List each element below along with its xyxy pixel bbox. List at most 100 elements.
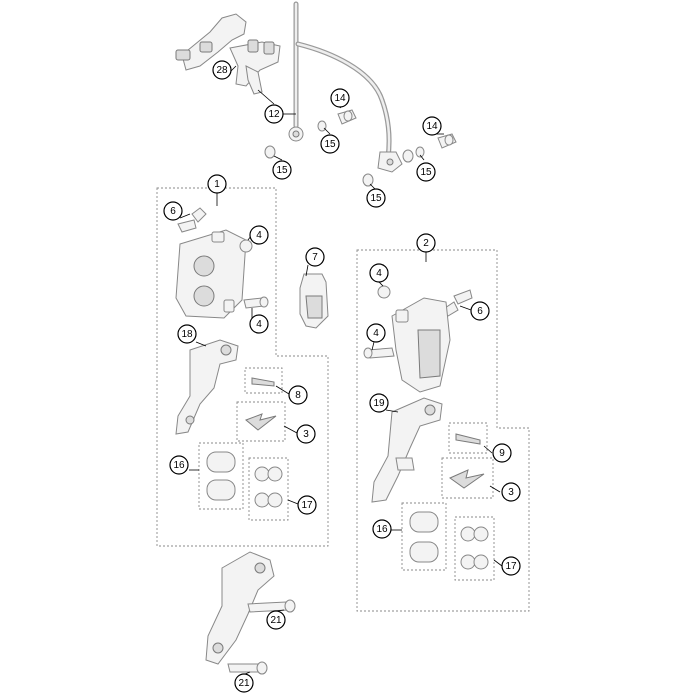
banjo-bolt-left-part xyxy=(264,109,357,159)
caliper-carrier-right-part xyxy=(371,397,443,503)
callout-label: 16 xyxy=(173,460,185,471)
callout-19: 19 xyxy=(369,393,389,413)
callout-circle xyxy=(305,247,325,267)
callout-label: 6 xyxy=(170,206,176,217)
callout-label: 9 xyxy=(499,448,505,459)
callout-21a: 21 xyxy=(266,610,286,630)
callout-circle xyxy=(288,385,308,405)
callout-circle xyxy=(372,519,392,539)
callout-circle xyxy=(501,556,521,576)
callout-label: 1 xyxy=(214,179,220,190)
brake-pad-part xyxy=(299,273,329,329)
callout-label: 21 xyxy=(270,615,282,626)
callout-circle xyxy=(470,301,490,321)
callout-label: 3 xyxy=(508,487,514,498)
callout-circle xyxy=(330,88,350,108)
seal-card-17a xyxy=(248,457,289,521)
callout-15b: 15 xyxy=(272,160,292,180)
callout-circle xyxy=(169,455,189,475)
brake-caliper-right-part xyxy=(391,297,451,393)
callout-1: 1 xyxy=(207,174,227,194)
callout-circle xyxy=(264,104,284,124)
callout-7: 7 xyxy=(305,247,325,267)
callout-circle xyxy=(416,233,436,253)
callout-circle xyxy=(320,134,340,154)
banjo-bolt-right-part xyxy=(362,133,457,187)
callout-label: 19 xyxy=(373,398,385,409)
callout-label: 7 xyxy=(312,252,318,263)
callout-label: 4 xyxy=(376,268,382,279)
callout-15d: 15 xyxy=(366,188,386,208)
callout-6a: 6 xyxy=(163,201,183,221)
callout-6b: 6 xyxy=(470,301,490,321)
callout-12: 12 xyxy=(264,104,284,124)
callout-label: 8 xyxy=(295,390,301,401)
callout-label: 15 xyxy=(276,165,288,176)
callout-label: 3 xyxy=(303,429,309,440)
callout-circle xyxy=(177,324,197,344)
callout-label: 4 xyxy=(256,319,262,330)
callout-circle xyxy=(492,443,512,463)
callout-15c: 15 xyxy=(416,162,436,182)
callout-label: 15 xyxy=(324,139,336,150)
mounting-bolt-lower-part xyxy=(227,661,268,675)
callout-circle xyxy=(422,116,442,136)
caliper-bolt-right-lower-part xyxy=(363,347,395,359)
callout-8: 8 xyxy=(288,385,308,405)
callout-circle xyxy=(163,201,183,221)
callout-label: 18 xyxy=(181,329,193,340)
caliper-bolt-left-lower-part xyxy=(243,296,269,309)
callout-circle xyxy=(366,323,386,343)
callout-17a: 17 xyxy=(297,495,317,515)
bleed-valve-left-part xyxy=(177,207,207,233)
callout-circle xyxy=(234,673,254,693)
pin-card-8 xyxy=(244,367,283,394)
callout-label: 12 xyxy=(268,109,280,120)
callout-label: 15 xyxy=(420,167,432,178)
callout-circle xyxy=(369,263,389,283)
callout-circle xyxy=(296,424,316,444)
callout-circle xyxy=(501,482,521,502)
callout-3b: 3 xyxy=(501,482,521,502)
callout-label: 4 xyxy=(373,328,379,339)
callout-label: 14 xyxy=(426,121,438,132)
callout-14a: 14 xyxy=(330,88,350,108)
brake-line-part xyxy=(288,1,403,173)
seal-card-3b xyxy=(441,457,494,499)
callout-14b: 14 xyxy=(422,116,442,136)
callout-label: 16 xyxy=(376,524,388,535)
piston-card-16b xyxy=(401,502,447,571)
caliper-carrier-left-part xyxy=(175,339,239,435)
callout-9: 9 xyxy=(492,443,512,463)
caliper-support-part xyxy=(205,551,275,665)
seal-card-17b xyxy=(454,516,495,581)
callout-label: 4 xyxy=(256,230,262,241)
callout-circle xyxy=(369,393,389,413)
callout-4d: 4 xyxy=(366,323,386,343)
callout-circle xyxy=(249,225,269,245)
callout-circle xyxy=(272,160,292,180)
piston-card-16a xyxy=(198,442,244,510)
callout-label: 17 xyxy=(505,561,517,572)
callout-2: 2 xyxy=(416,233,436,253)
callout-label: 21 xyxy=(238,678,250,689)
callout-18: 18 xyxy=(177,324,197,344)
callout-21b: 21 xyxy=(234,673,254,693)
callout-circle xyxy=(249,314,269,334)
callout-label: 28 xyxy=(216,65,228,76)
callout-28: 28 xyxy=(212,60,232,80)
callout-label: 6 xyxy=(477,306,483,317)
handlebar-clamp-part xyxy=(175,13,281,95)
callout-group: 2812141515141515164741883161724641993161… xyxy=(163,60,521,693)
callout-4a: 4 xyxy=(249,225,269,245)
caliper-bolt-right-upper-part xyxy=(377,285,391,299)
callout-16b: 16 xyxy=(372,519,392,539)
brake-caliper-left-part xyxy=(175,229,247,319)
callout-label: 14 xyxy=(334,93,346,104)
callout-15a: 15 xyxy=(320,134,340,154)
callout-3a: 3 xyxy=(296,424,316,444)
callout-circle xyxy=(366,188,386,208)
callout-circle xyxy=(212,60,232,80)
callout-label: 15 xyxy=(370,193,382,204)
